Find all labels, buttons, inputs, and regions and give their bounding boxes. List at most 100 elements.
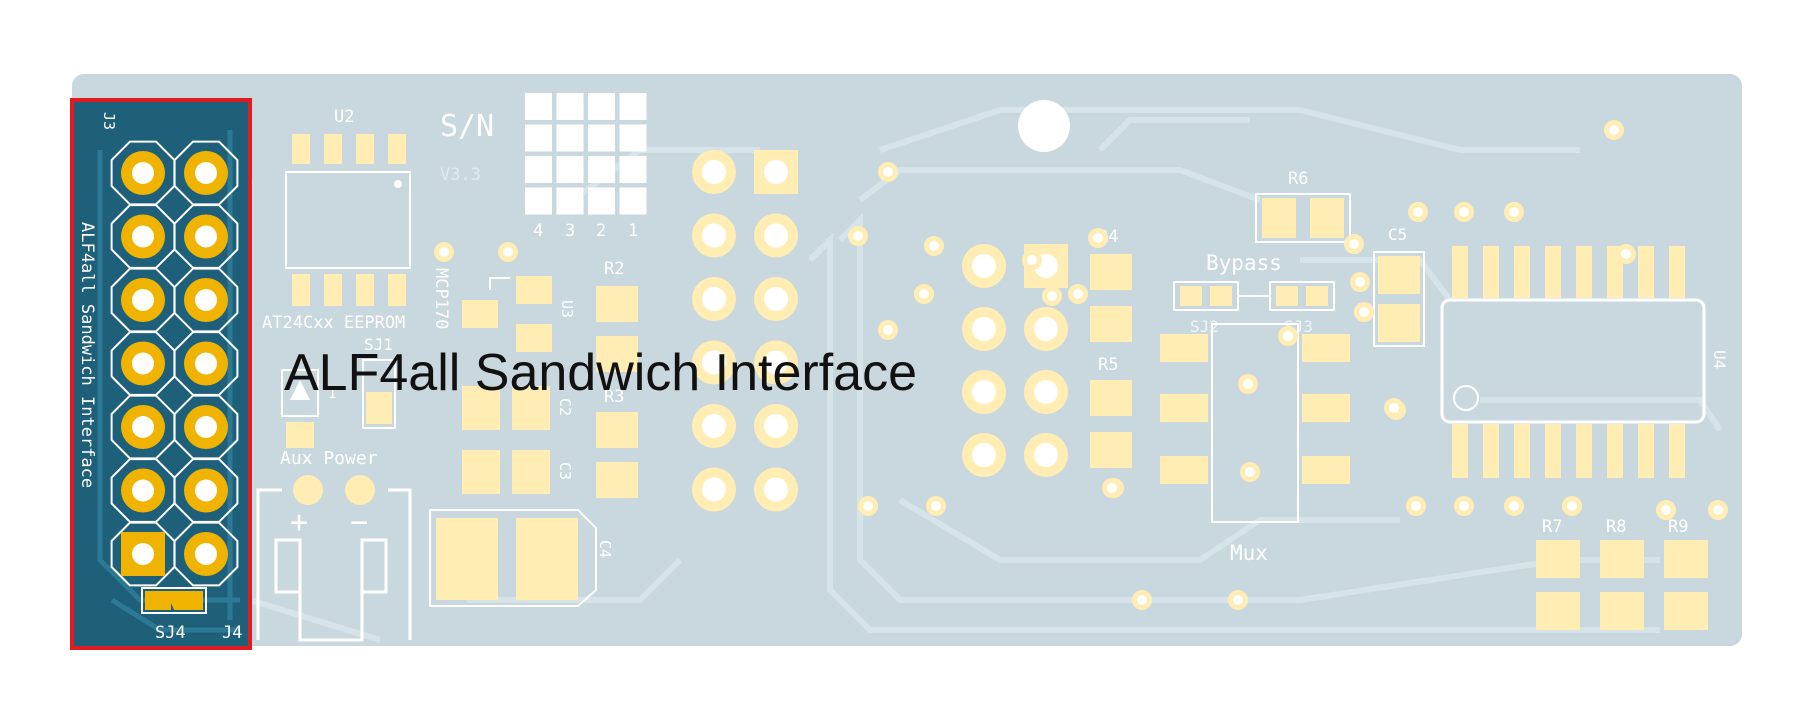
- u4-pin: [1483, 424, 1499, 478]
- via: [924, 236, 944, 256]
- u4-label: U4: [1710, 350, 1729, 369]
- j3-pin: [110, 267, 176, 333]
- via: [1656, 500, 1676, 520]
- via: [1088, 228, 1108, 248]
- u4-chip: [1440, 246, 1706, 478]
- sn-cell: [556, 187, 584, 215]
- main-header-pin: [692, 404, 736, 448]
- sj4-label: SJ4: [155, 623, 186, 643]
- via: [1406, 496, 1426, 516]
- u4-pin: [1607, 424, 1623, 478]
- main-header-pin: [754, 213, 798, 258]
- via: [1344, 234, 1364, 254]
- u3-regulator: [462, 276, 552, 352]
- via: [1022, 250, 1042, 270]
- secondary-header-pin: [962, 244, 1006, 288]
- sn-cell: [619, 156, 647, 183]
- sj4-jumper: [141, 587, 207, 614]
- r4-resistor: [1090, 254, 1132, 342]
- eeprom-label: AT24Cxx EEPROM: [262, 313, 405, 333]
- j3-pin: [110, 458, 176, 523]
- diode-d1: [281, 369, 319, 448]
- sn-cell: [525, 124, 552, 152]
- secondary-header-pin: [962, 307, 1006, 351]
- j3-pin: [173, 267, 239, 333]
- u4-pin: [1514, 424, 1530, 478]
- main-header-pin: [754, 467, 798, 512]
- c3-capacitor: [462, 450, 550, 494]
- via: [914, 284, 934, 304]
- sj2-label: SJ2: [1190, 317, 1219, 336]
- via: [1454, 496, 1474, 516]
- c2-label: C2: [556, 398, 574, 416]
- via: [1708, 500, 1728, 520]
- r7-r9-resistors: [1536, 540, 1708, 630]
- via: [1240, 462, 1260, 482]
- sn-cell: [619, 187, 647, 215]
- u4-pin: [1576, 246, 1592, 298]
- via: [1504, 496, 1524, 516]
- mux-chip: [1160, 323, 1350, 523]
- j3-pin: [110, 394, 176, 460]
- secondary-header: [962, 244, 1068, 477]
- u4-pin: [1545, 246, 1561, 298]
- u4-pin: [1545, 424, 1561, 478]
- r8-label: R8: [1606, 517, 1626, 537]
- secondary-header-pin: [962, 433, 1006, 477]
- j3-pins: [110, 140, 239, 587]
- diagram-title: ALF4all Sandwich Interface: [284, 344, 917, 402]
- sn-digits: 4 3 2 1: [533, 221, 638, 241]
- u4-pin: [1638, 424, 1654, 478]
- via: [878, 320, 898, 340]
- sj1-label: SJ1: [364, 335, 393, 354]
- via: [1562, 496, 1582, 516]
- main-header: [692, 150, 798, 512]
- sn-cell: [588, 124, 615, 152]
- main-header-pin: [754, 150, 798, 194]
- j3-pin-header: [110, 140, 239, 587]
- via: [1102, 478, 1122, 498]
- via: [1604, 120, 1624, 140]
- sn-label: S/N: [440, 109, 494, 144]
- r2-resistor: [596, 286, 638, 372]
- u4-pin: [1514, 246, 1530, 298]
- j3-pin: [173, 331, 239, 396]
- j3-pin: [173, 140, 239, 206]
- sn-cell: [588, 187, 615, 215]
- j3-pin: [173, 521, 239, 587]
- via: [498, 242, 518, 262]
- sn-digit-2: 2: [596, 221, 606, 241]
- via: [1504, 202, 1524, 222]
- via: [434, 242, 454, 262]
- main-header-pin: [692, 277, 736, 321]
- via: [1384, 398, 1404, 418]
- via: [848, 226, 868, 246]
- secondary-header-pin: [1024, 307, 1068, 351]
- via: [1616, 244, 1636, 264]
- u2-label: U2: [334, 107, 354, 127]
- main-header-pin: [692, 150, 736, 194]
- sn-cell: [556, 93, 584, 120]
- j3-pin: [110, 204, 176, 269]
- j3-pin: [173, 204, 239, 269]
- aux-power-connector: [256, 475, 412, 642]
- secondary-header-pin: [962, 370, 1006, 414]
- main-header-pin: [754, 404, 798, 448]
- via: [1228, 590, 1248, 610]
- sn-cell: [556, 156, 584, 183]
- sn-cell: [588, 156, 615, 183]
- sn-cell: [588, 93, 615, 120]
- u3-label: U3: [558, 300, 576, 318]
- u2-chip: [285, 134, 411, 306]
- sn-digit-3: 3: [565, 221, 575, 241]
- c1-label: 1: [328, 386, 336, 402]
- c5-label: C5: [1388, 225, 1407, 244]
- sn-cell: [556, 124, 584, 152]
- u4-pin: [1638, 246, 1654, 298]
- c4-label: C4: [596, 540, 614, 558]
- c2-capacitor: [462, 386, 550, 430]
- sn-version-label: V3.3: [440, 165, 481, 185]
- r3-label: R3: [604, 387, 624, 407]
- bypass-label: Bypass: [1206, 251, 1282, 275]
- plus-label: +: [290, 505, 308, 540]
